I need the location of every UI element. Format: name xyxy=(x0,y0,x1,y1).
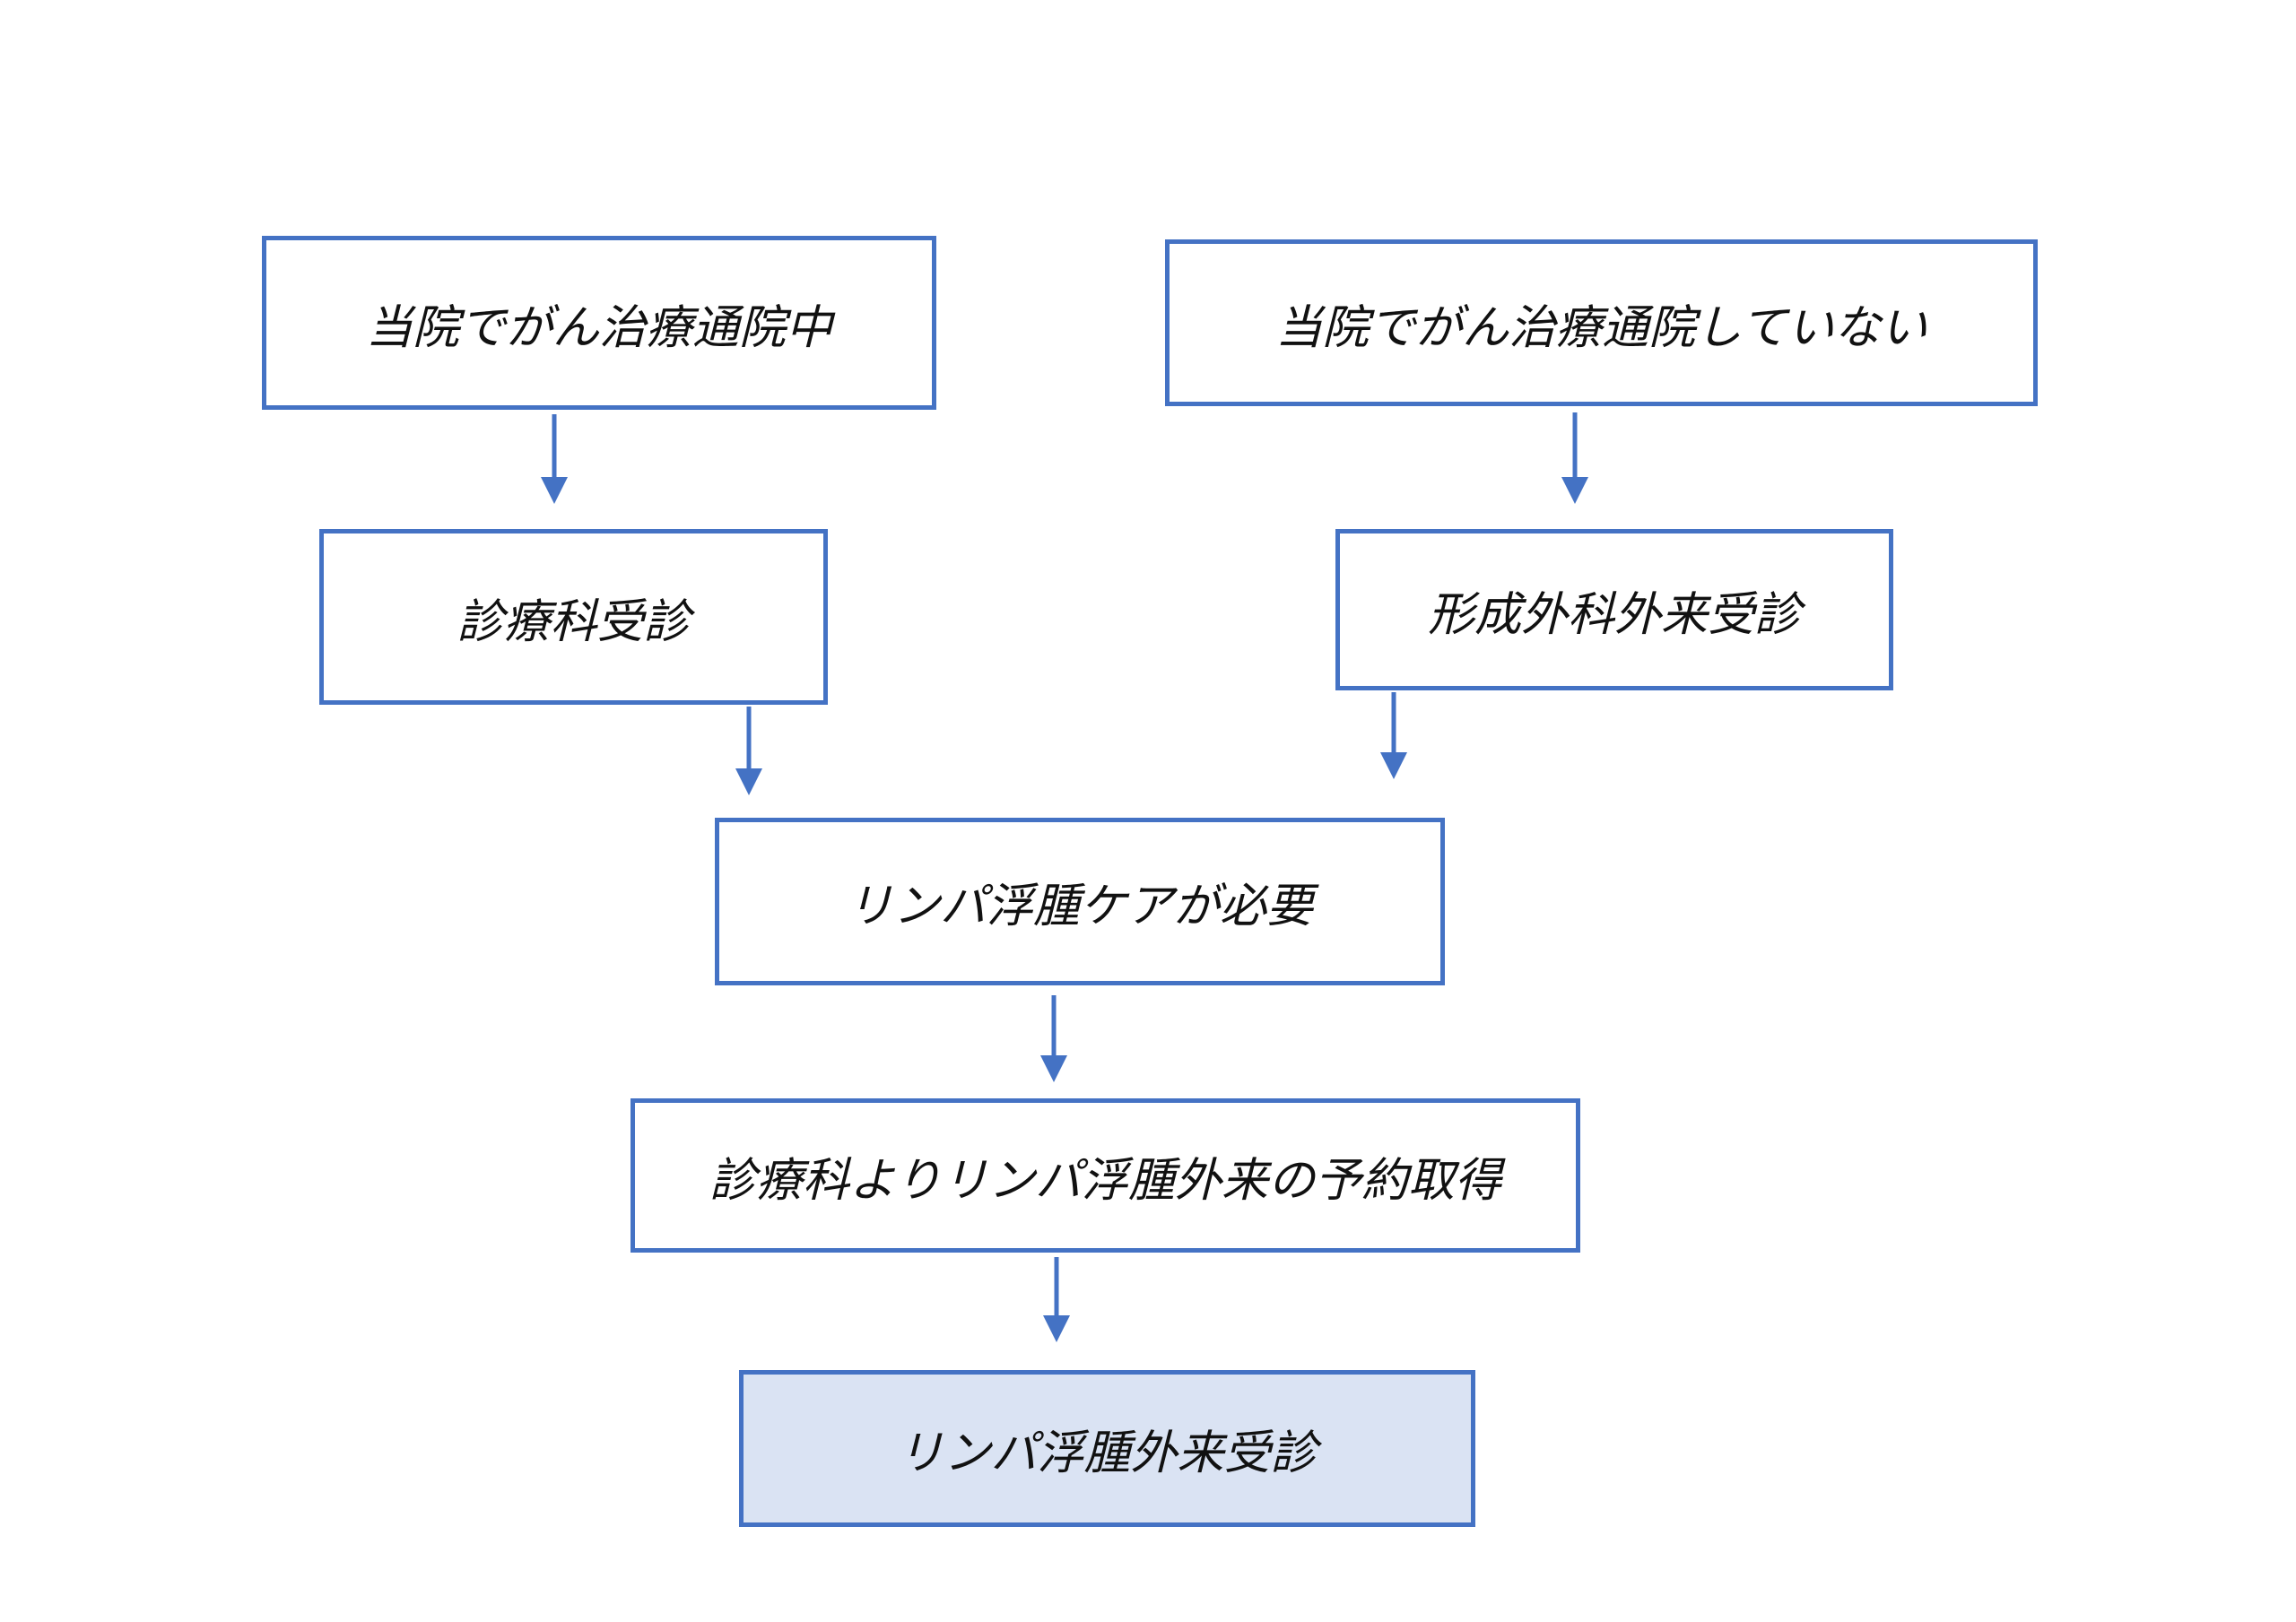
node-plastic-surgery-visit: 形成外科外来受診 xyxy=(1335,529,1893,690)
arrow-in-treatment-to-dept xyxy=(541,414,568,504)
node-lymphedema-visit: リンパ浮腫外来受診 xyxy=(739,1370,1475,1527)
node-reservation-label: 診療科よりリンパ浮腫外来の予約取得 xyxy=(709,1153,1501,1208)
node-in-treatment-label: 当院でがん治療通院中 xyxy=(365,300,832,355)
node-dept-visit-label: 診療科受診 xyxy=(457,594,691,649)
node-reservation: 診療科よりリンパ浮腫外来の予約取得 xyxy=(631,1098,1580,1253)
node-not-in-treatment: 当院でがん治療通院していない xyxy=(1165,239,2038,406)
node-dept-visit: 診療科受診 xyxy=(319,529,828,705)
node-in-treatment: 当院でがん治療通院中 xyxy=(262,236,936,410)
node-care-needed-label: リンパ浮腫ケアが必要 xyxy=(846,880,1313,933)
arrow-not-in-treatment-to-plastic xyxy=(1561,412,1588,504)
arrow-reservation-to-lymphedema-visit xyxy=(1043,1257,1070,1342)
arrow-dept-to-care xyxy=(735,707,762,795)
node-care-needed: リンパ浮腫ケアが必要 xyxy=(715,818,1445,985)
arrow-care-to-reservation xyxy=(1040,995,1067,1082)
node-not-in-treatment-label: 当院でがん治療通院していない xyxy=(1275,300,1927,355)
arrow-plastic-to-care xyxy=(1380,692,1407,779)
node-plastic-surgery-visit-label: 形成外科外来受診 xyxy=(1427,587,1801,642)
node-lymphedema-visit-label: リンパ浮腫外来受診 xyxy=(897,1427,1318,1480)
